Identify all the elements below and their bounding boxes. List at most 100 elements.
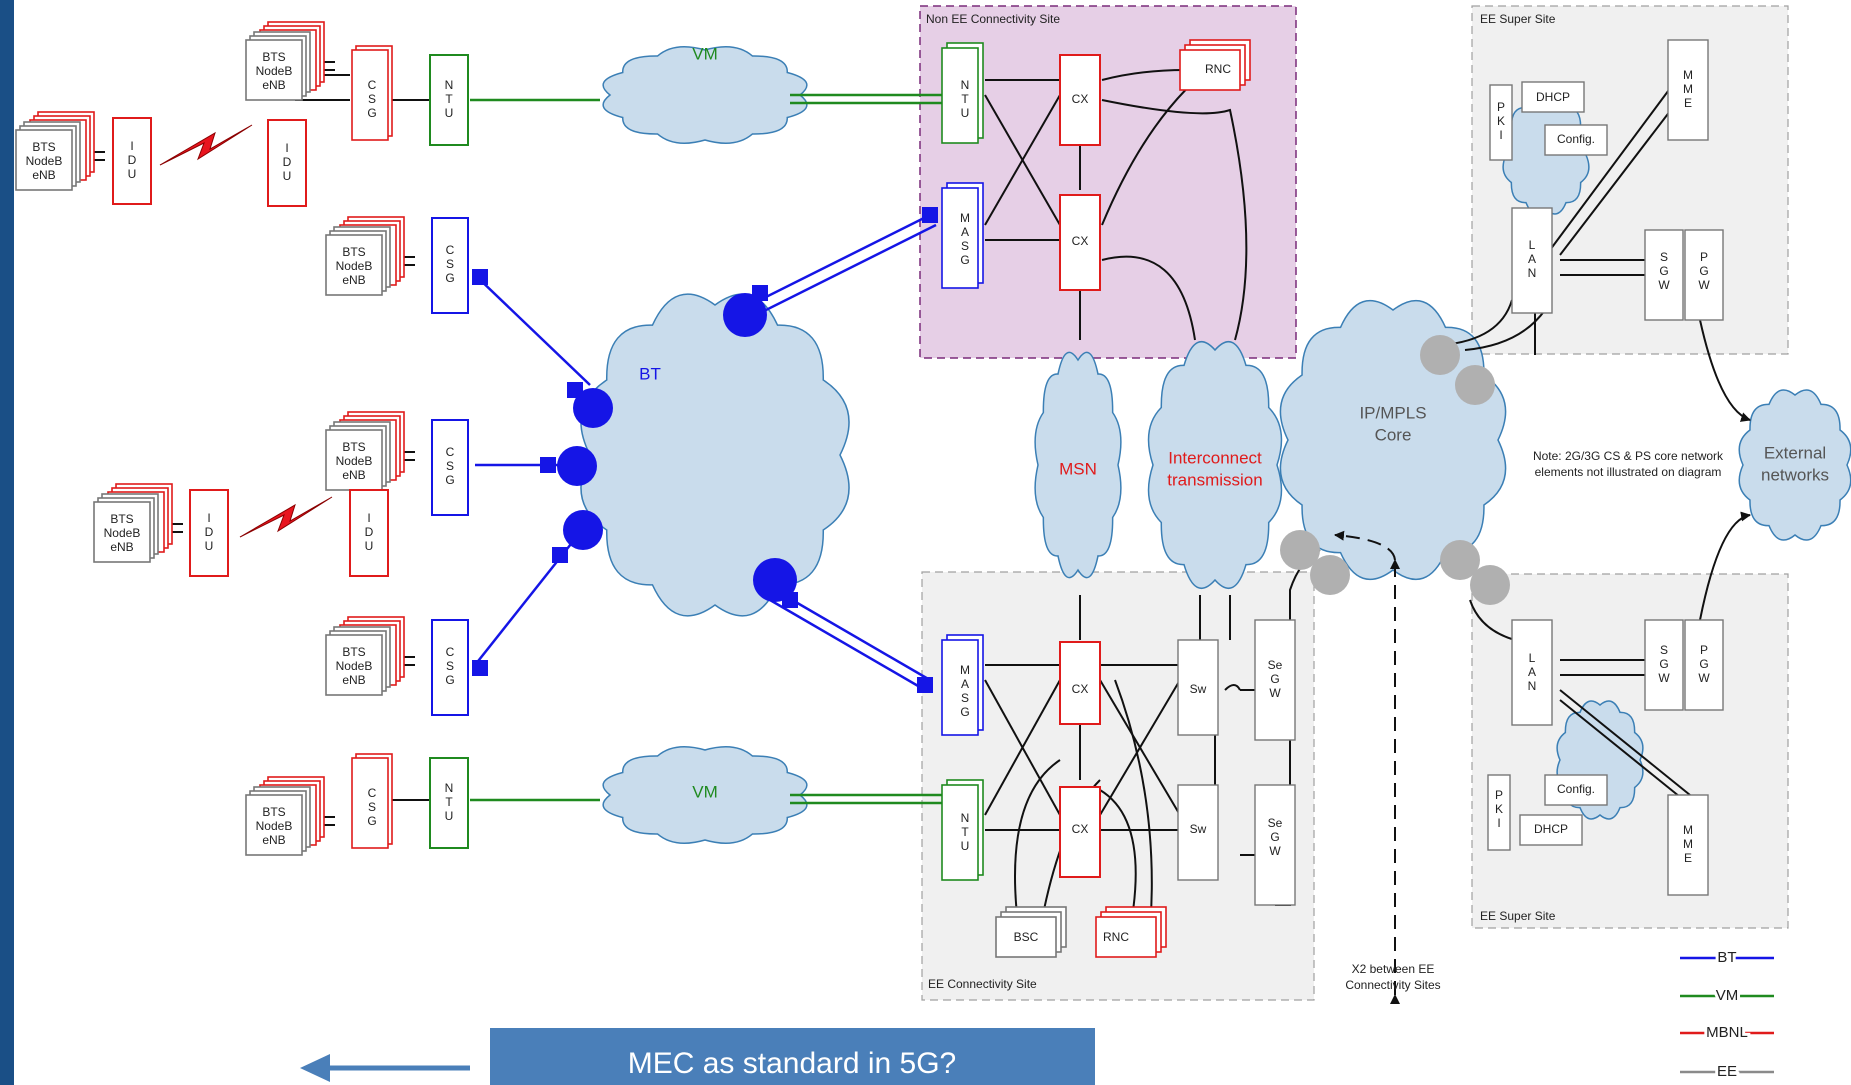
config-label: Config.: [1557, 132, 1595, 146]
ntu-non-ee-label: T: [961, 92, 969, 106]
config-label: Config.: [1557, 782, 1595, 796]
bts-row4-grey-layer: [325, 429, 383, 491]
dhcp-bottom: [1519, 814, 1583, 846]
bts-row7-label: eNB: [262, 833, 285, 847]
bt-port: [540, 457, 556, 473]
vm-cloud-label: VM: [692, 782, 718, 801]
bts-row4-label: eNB: [342, 468, 365, 482]
mme-top-label: M: [1683, 68, 1693, 82]
csg-blue-2-label: G: [445, 473, 454, 487]
bts-row5-grey-layer: [93, 501, 151, 563]
internal-link: [1224, 684, 1241, 691]
sgw-bottom-label: S: [1660, 643, 1668, 657]
csg-blue-1-label: G: [445, 271, 454, 285]
core-note-label: elements not illustrated on diagram: [1535, 465, 1722, 479]
idu-right-2-label: I: [367, 511, 370, 525]
bts-row3-label: NodeB: [336, 259, 373, 273]
idu-right-2: [349, 489, 389, 577]
bt-link: [474, 274, 591, 386]
internal-link: [984, 679, 1061, 816]
bts-row3-grey-layer: [325, 234, 383, 296]
vm-cloud-bottom: [602, 746, 808, 844]
ntu-row1: [429, 54, 469, 146]
csg-blue-2: [431, 419, 469, 516]
pgw-top: [1684, 229, 1724, 321]
bts-row4-label: BTS: [342, 440, 365, 454]
ntu-row1-label: U: [445, 106, 454, 120]
sw-ee-2: [1177, 784, 1219, 881]
mme-top: [1667, 39, 1709, 141]
pgw-top-label: W: [1698, 278, 1710, 292]
pki-bottom: [1487, 774, 1511, 851]
csg-row7-label: G: [367, 814, 376, 828]
bts-row3-label: eNB: [342, 273, 365, 287]
internal-link: [984, 94, 1061, 226]
network-node-circle: [1280, 530, 1320, 570]
segw-ee-1: [1254, 619, 1296, 741]
pgw-bottom: [1684, 619, 1724, 711]
cx-label: CX: [1072, 234, 1089, 248]
bt-port-circle: [557, 446, 597, 486]
mec-banner: [490, 1028, 1095, 1085]
pgw-bottom-label: W: [1698, 671, 1710, 685]
bts-row2-label: BTS: [32, 140, 55, 154]
idu-right-1-label: U: [283, 169, 292, 183]
idu-left-2-label: D: [205, 525, 214, 539]
ntu-row7-label: U: [445, 809, 454, 823]
ee-super-site-label: EE Super Site: [1480, 909, 1556, 923]
bsc-label: BSC: [1014, 930, 1039, 944]
bt-port: [752, 285, 768, 301]
msn-cloud: [1034, 351, 1122, 579]
bt-port: [782, 592, 798, 608]
interconnect-cloud: [1147, 340, 1283, 590]
cx-label: CX: [1072, 682, 1089, 696]
pgw-bottom-label: P: [1700, 643, 1708, 657]
bt-port: [552, 547, 568, 563]
idu-right-1-label: I: [285, 141, 288, 155]
x2-link: [1334, 530, 1396, 561]
sgw-top: [1644, 229, 1684, 321]
lan-top-label: A: [1528, 252, 1536, 266]
rnc-label: RNC: [1205, 62, 1231, 76]
lan-bottom-label: A: [1528, 665, 1536, 679]
mme-bottom: [1667, 794, 1709, 896]
sgw-bottom: [1644, 619, 1684, 711]
dhcp-top: [1521, 81, 1585, 113]
internal-link: [1099, 679, 1181, 816]
csg-blue-2-label: C: [446, 445, 455, 459]
idu-left-1: [112, 117, 152, 205]
idu-left-1-label: D: [128, 153, 137, 167]
csg-row1-label: S: [368, 92, 376, 106]
bt-port-circle: [753, 558, 797, 602]
sgw-top-label: G: [1659, 264, 1668, 278]
cx-label: CX: [1072, 92, 1089, 106]
network-node-circle: [1455, 365, 1495, 405]
mme-top-label: M: [1683, 82, 1693, 96]
bt-cloud-shape: [580, 293, 850, 617]
ntu-non-ee-label: N: [961, 78, 970, 92]
bt-port: [567, 382, 583, 398]
segw-ee-1-label: W: [1269, 686, 1281, 700]
msn-cloud-shape: [1034, 351, 1122, 579]
bts-row1-label: BTS: [262, 50, 285, 64]
sw-label: Sw: [1190, 822, 1207, 836]
lan-top: [1511, 207, 1553, 314]
pgw-top-label: P: [1700, 250, 1708, 264]
ee-super-site-label: EE Super Site: [1480, 12, 1556, 26]
mec-banner-text: MEC as standard in 5G?: [628, 1047, 957, 1080]
lan-top-label: L: [1529, 238, 1536, 252]
idu-left-2-label: I: [207, 511, 210, 525]
sgw-bottom-label: G: [1659, 657, 1668, 671]
cx-label: CX: [1072, 822, 1089, 836]
internal-link: [1101, 99, 1248, 341]
ntu-row7: [429, 757, 469, 849]
ee-connectivity-site-label: EE Connectivity Site: [928, 977, 1037, 991]
interconnect-cloud-shape: [1147, 340, 1283, 590]
ntu-ee-label: N: [961, 811, 970, 825]
bt-link: [769, 598, 926, 692]
internal-link: [1114, 679, 1153, 931]
dhcp-label: DHCP: [1534, 822, 1568, 836]
pki-top-label: P: [1497, 100, 1505, 114]
sw-label: Sw: [1190, 682, 1207, 696]
